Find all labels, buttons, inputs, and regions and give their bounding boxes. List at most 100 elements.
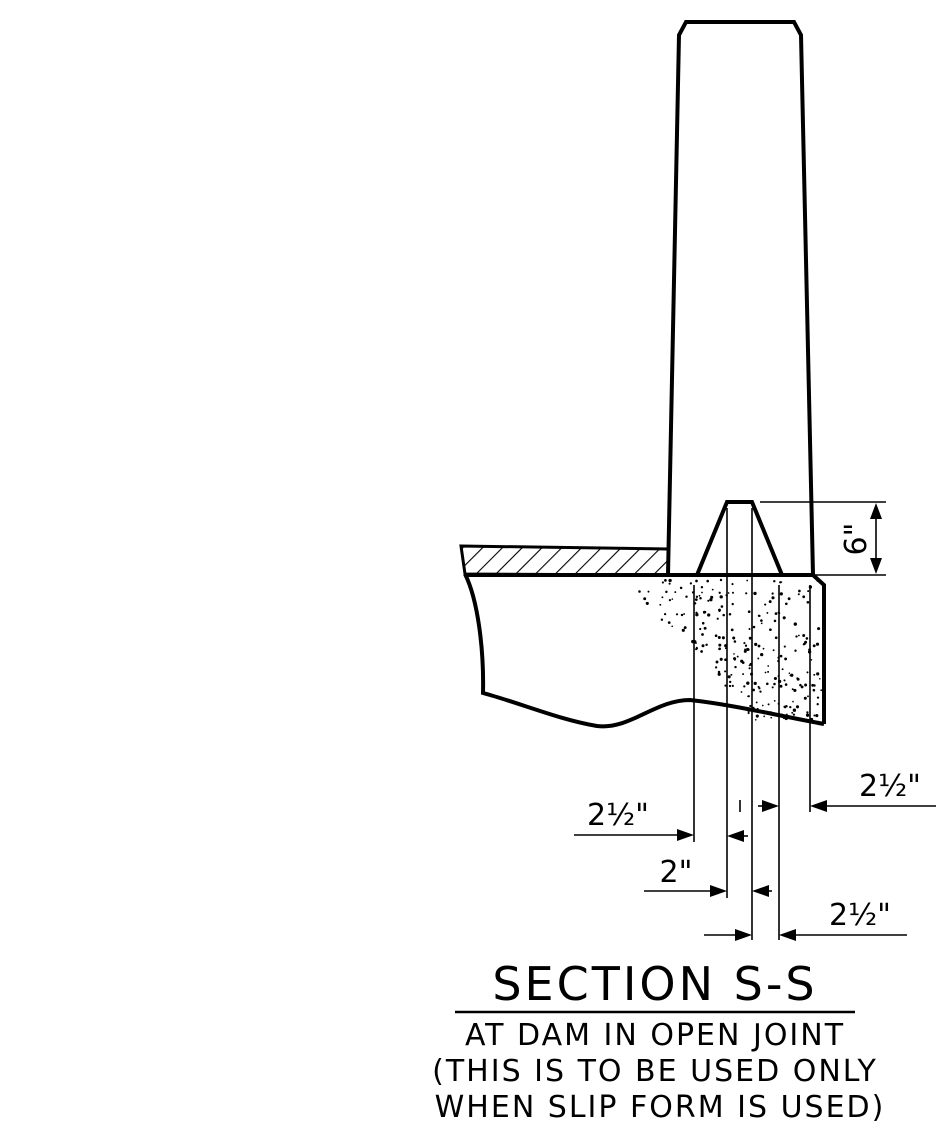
stipple-dot [701,621,705,625]
stipple-dot [671,598,674,600]
stipple-dot [815,714,819,718]
stipple-dot [752,688,755,692]
concrete-stipple [638,578,823,721]
stipple-dot [715,660,719,664]
dim-6-label: 6" [839,523,874,556]
stipple-dot [647,590,650,593]
stipple-dot [695,613,699,617]
stipple-dot [798,634,800,637]
stipple-dot [767,665,770,667]
dim-right-inner-label: 2½" [829,898,891,933]
stipple-dot [806,600,810,604]
stipple-dot [807,695,809,698]
stipple-dot [675,613,679,616]
stipple-dot [783,679,786,682]
stipple-dot [784,602,788,606]
stipple-dot [749,704,752,708]
stipple-dot [695,611,698,614]
stipple-dot [674,591,677,594]
stipple-dot [721,636,725,640]
stipple-dot [731,602,734,606]
stipple-dot [698,594,701,597]
stipple-dot [799,683,802,687]
stipple-dot [754,642,758,647]
stipple-dot [784,683,788,686]
stipple-dot [707,613,711,617]
stipple-dot [643,597,647,601]
dim-center-arrow-right [752,885,769,897]
stipple-dot [748,628,751,630]
stipple-dot [767,670,770,673]
stipple-dot [730,628,734,632]
stipple-dot [806,671,809,674]
stipple-dot [797,593,800,596]
stipple-dot [718,610,721,613]
stipple-dot [689,582,693,585]
stipple-dot [731,583,734,586]
stipple-dot [724,684,727,687]
stipple-dot [760,652,764,657]
stipple-dot [730,673,733,676]
stipple-dot [683,613,686,615]
stipple-dot [772,649,775,652]
stipple-dot [668,582,671,585]
stipple-dot [733,640,737,643]
stipple-dot [752,625,756,629]
stipple-dot [815,642,820,646]
stipple-dot [663,612,667,616]
stipple-dot [788,672,791,675]
stipple-dot [762,647,765,650]
stipple-dot [784,657,788,661]
stipple-dot [694,598,698,601]
stipple-dot [757,644,761,648]
stipple-dot [764,671,767,674]
dim-left-label: 2½" [587,798,649,833]
stipple-dot [701,644,705,648]
stipple-dot [719,595,723,599]
stipple-dot [781,668,784,671]
stipple-dot [760,619,763,622]
stipple-dot [783,645,786,648]
stipple-dot [820,689,823,692]
stipple-dot [699,627,702,631]
stipple-dot [732,636,736,640]
stipple-dot [802,595,806,599]
stipple-dot [661,596,664,599]
stipple-dot [747,610,751,614]
stipple-dot [793,622,797,626]
stipple-dot [704,610,707,614]
stipple-dot [714,634,718,638]
stipple-dot [804,640,808,644]
stipple-dot [795,635,798,638]
stipple-dot [792,700,794,703]
stipple-dot [661,581,664,584]
stipple-dot [685,595,688,598]
stipple-dot [717,636,721,639]
stipple-dot [743,685,746,688]
stipple-dot [816,672,820,676]
stipple-dot [724,670,727,673]
stipple-dot [706,579,709,583]
stipple-dot [760,622,763,625]
stipple-dot [805,713,810,717]
stipple-dot [703,626,707,630]
stipple-dot [753,681,757,686]
stipple-dot [790,673,794,677]
stipple-dot [679,586,683,590]
stipple-dot [727,592,730,594]
stipple-dot [773,619,777,623]
stipple-dot [795,705,800,709]
stipple-dot [758,614,761,617]
stipple-dot [742,673,745,676]
stipple-dot [719,578,723,582]
stipple-dot [802,643,805,646]
stipple-dot [769,711,773,715]
stipple-dot [789,705,792,709]
stipple-dot [812,688,816,692]
note-line-1: AT DAM IN OPEN JOINT [465,1018,845,1053]
stipple-dot [680,613,684,617]
stipple-dot [745,592,748,595]
stipple-dot [700,650,703,653]
stipple-dot [659,603,662,606]
